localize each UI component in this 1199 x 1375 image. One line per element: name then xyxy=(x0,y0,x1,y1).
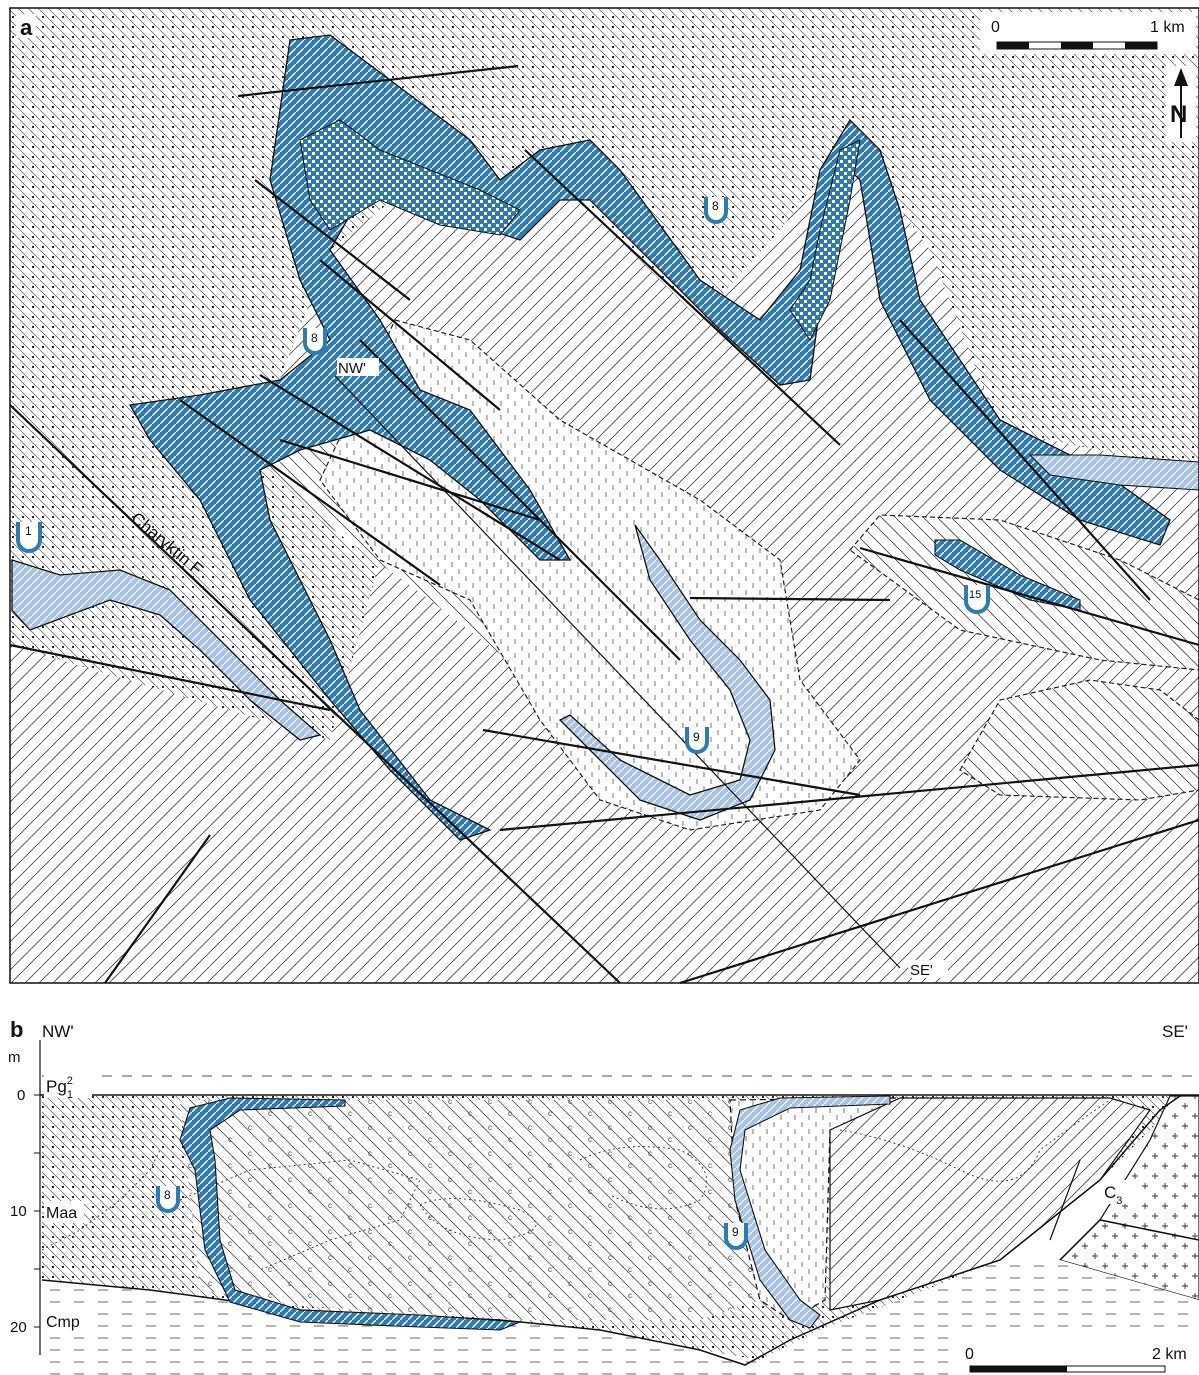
y-unit-label: m xyxy=(8,1049,21,1066)
scale-a-end: 1 km xyxy=(1150,19,1185,36)
c3-contact xyxy=(1059,1219,1199,1261)
scale-b-zero: 0 xyxy=(965,1346,974,1363)
marker-8a-group: 8 xyxy=(704,197,728,224)
section-y-axis: m 0 10 20 xyxy=(8,1040,41,1355)
horizon-checker-patch-east xyxy=(789,139,861,341)
horizon-marker-icon xyxy=(685,727,709,754)
horizon-marker-icon xyxy=(16,522,42,553)
maa-label: Maa xyxy=(46,1205,77,1222)
horizon-marker-icon xyxy=(303,328,327,355)
scale-bar-b: 0 2 km xyxy=(960,1335,1199,1375)
c3-sub: 3 xyxy=(1116,1195,1122,1207)
panel-a-map xyxy=(9,7,1199,985)
cross-section xyxy=(40,1075,1199,1375)
panel-b-label: b xyxy=(10,1017,23,1042)
scale-b-end: 2 km xyxy=(1152,1346,1187,1363)
nw-label-a: NW' xyxy=(338,360,366,377)
panel-a-frame xyxy=(9,7,1199,984)
marker-15-label: 15 xyxy=(969,589,981,601)
se-label-b: SE' xyxy=(1162,1022,1188,1041)
section-marker-9-group: 9 xyxy=(724,1223,748,1250)
north-arrow: N xyxy=(1166,66,1196,142)
horizon-marker-icon xyxy=(964,585,990,614)
horizon-marker-icon xyxy=(156,1186,180,1213)
se-label-a: SE' xyxy=(910,962,933,979)
scale-bar-a: 0 1 km xyxy=(980,12,1196,54)
section-marker-8-group: 8 xyxy=(156,1186,180,1213)
section-horizon-8 xyxy=(179,1097,521,1331)
section-marker-8-label: 8 xyxy=(164,1188,171,1202)
section-line xyxy=(334,375,901,969)
cmp-label: Cmp xyxy=(46,1314,80,1331)
y-tick-20: 20 xyxy=(10,1319,27,1336)
north-label: N xyxy=(1170,101,1187,128)
marker-8b-label: 8 xyxy=(311,331,318,345)
horizon-marker-icon xyxy=(704,197,728,224)
dotted-contours xyxy=(41,1099,1111,1271)
horizon-1-band xyxy=(11,559,322,741)
pg-main: Pg xyxy=(46,1077,67,1096)
marker-8b-group: 8 xyxy=(303,328,327,355)
pg-sup: 2 xyxy=(67,1075,73,1087)
marker-9-group: 9 xyxy=(685,727,709,754)
y-tick-0: 0 xyxy=(17,1087,25,1104)
horizon-9-band xyxy=(558,524,776,821)
horizon-marker-icon xyxy=(724,1223,748,1250)
nw-label-b: NW' xyxy=(42,1022,74,1041)
pg-sub: 1 xyxy=(67,1089,73,1101)
marker-9-label: 9 xyxy=(693,730,700,744)
marker-1-group: 1 xyxy=(16,522,42,553)
marker-8a-label: 8 xyxy=(712,199,719,213)
fault-lines xyxy=(9,64,1199,985)
scale-a-zero: 0 xyxy=(991,19,1000,36)
c3-label: C3 xyxy=(1104,1183,1122,1207)
section-marker-9-label: 9 xyxy=(732,1225,739,1239)
marker-15-group: 15 xyxy=(964,585,990,614)
c-dots-overlay xyxy=(180,1100,760,1320)
horizon-checker-patch-west xyxy=(299,119,521,236)
pg-label: Pg2 1 xyxy=(46,1075,73,1101)
y-tick-10: 10 xyxy=(10,1203,27,1220)
marker-1-label: 1 xyxy=(25,524,32,538)
horizon-light-band-east xyxy=(1028,454,1199,491)
cmp-body xyxy=(42,1260,1199,1375)
panel-a-label: a xyxy=(20,15,33,40)
c3-main: C xyxy=(1104,1183,1116,1202)
